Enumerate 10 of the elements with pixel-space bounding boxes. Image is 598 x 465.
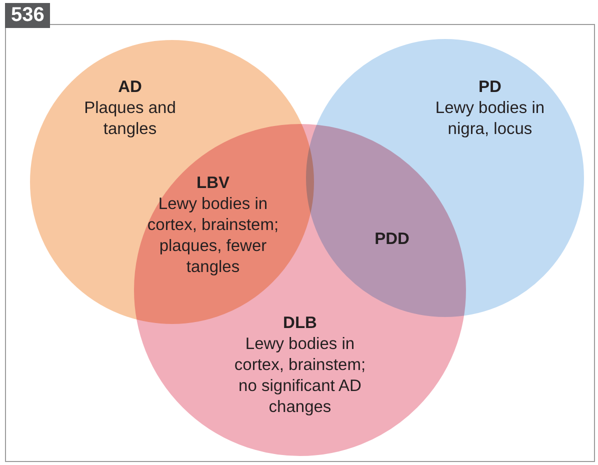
set-description: Plaques and tangles	[83, 98, 177, 140]
figure-number: 536	[5, 3, 50, 28]
overlap-heading: LBV	[196, 173, 230, 194]
overlap-description: Lewy bodies in cortex, brainstem; plaques, fewer tangles	[146, 194, 280, 278]
overlap-heading: PDD	[374, 229, 410, 250]
set-description: Lewy bodies in nigra, locus	[434, 98, 546, 140]
set-heading: DLB	[282, 313, 318, 334]
set-description: Lewy bodies in cortex, brainstem; no significant AD changes	[233, 334, 367, 418]
set-heading: AD	[117, 77, 143, 98]
set-heading: PD	[478, 77, 502, 98]
